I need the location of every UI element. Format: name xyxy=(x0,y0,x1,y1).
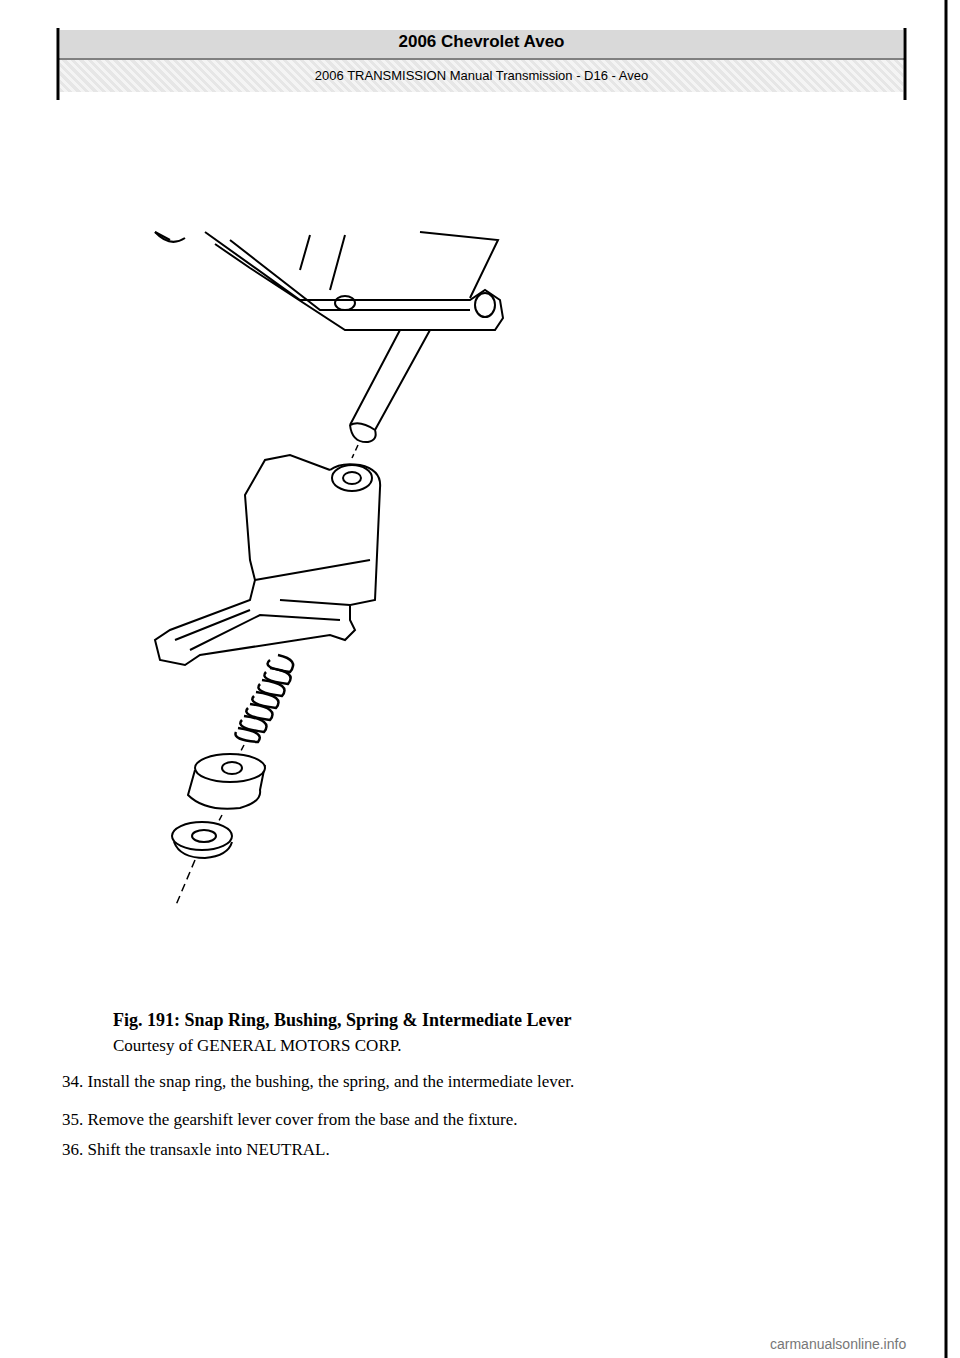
figure-caption: Fig. 191: Snap Ring, Bushing, Spring & I… xyxy=(113,1010,572,1031)
procedure-step: 34. Install the snap ring, the bushing, … xyxy=(62,1072,574,1092)
procedure-step: 36. Shift the transaxle into NEUTRAL. xyxy=(62,1140,330,1160)
subheader: 2006 TRANSMISSION Manual Transmission - … xyxy=(60,68,903,83)
procedure-step: 35. Remove the gearshift lever cover fro… xyxy=(62,1110,518,1130)
courtesy-note: Courtesy of GENERAL MOTORS CORP. xyxy=(113,1036,402,1056)
page-header: 2006 Chevrolet Aveo xyxy=(60,32,903,52)
watermark: carmanualsonline.info xyxy=(770,1336,906,1352)
